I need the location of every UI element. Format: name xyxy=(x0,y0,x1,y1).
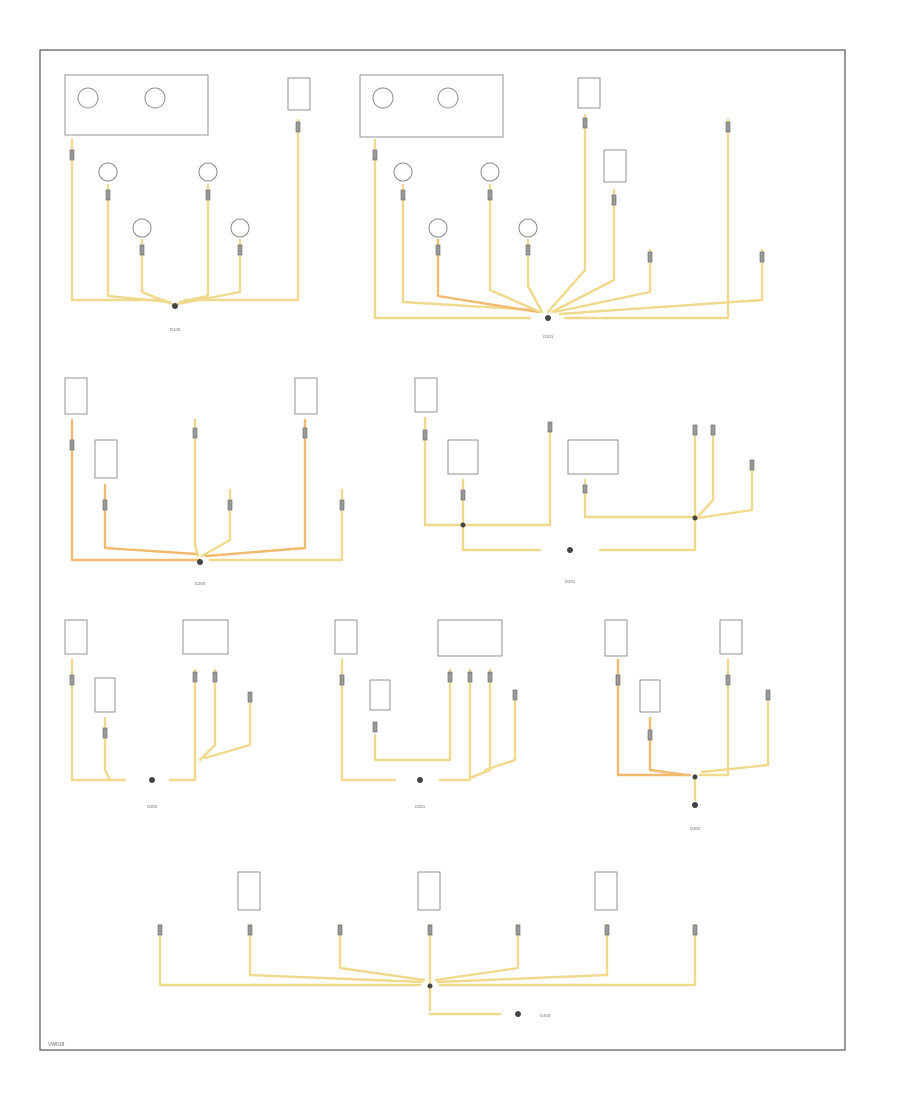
component-bracket xyxy=(369,679,391,711)
component-bracket xyxy=(417,871,441,911)
lamp-icon xyxy=(428,218,448,238)
lamp-icon xyxy=(437,87,459,109)
component-bracket xyxy=(603,149,627,183)
ground-splice xyxy=(197,559,203,565)
lamp-icon xyxy=(132,218,152,238)
lamp-icon xyxy=(144,87,166,109)
ground-label: G400 xyxy=(540,1013,551,1018)
ground-eyelet xyxy=(692,802,698,808)
ground-label: G301 xyxy=(415,804,426,809)
ground-label: G100 xyxy=(170,327,181,332)
lamp-icon xyxy=(393,162,413,182)
component-bracket xyxy=(577,77,601,109)
component-bracket xyxy=(287,77,311,111)
transmission-switch-box xyxy=(567,439,619,475)
component-bracket xyxy=(594,871,618,911)
lamp-icon xyxy=(518,218,538,238)
component-bracket xyxy=(719,619,743,655)
ground-splice xyxy=(427,983,433,989)
lamp-icon xyxy=(372,87,394,109)
diagram-frame xyxy=(39,49,846,1051)
engine-component-box xyxy=(437,619,503,657)
component-bracket xyxy=(294,377,318,415)
ground-eyelet xyxy=(515,1011,521,1017)
section-rear-lamps: G200 xyxy=(64,377,345,586)
component-bracket xyxy=(64,377,88,415)
component-bracket xyxy=(604,619,628,657)
section-engine-middle: G301 xyxy=(334,619,518,809)
section-front-right-lamps: G101 xyxy=(359,74,765,339)
ground-splice xyxy=(545,315,551,321)
lamp-icon xyxy=(198,162,218,182)
ground-eyelet xyxy=(149,777,155,783)
component-bracket xyxy=(334,619,358,655)
component-bracket xyxy=(414,377,438,413)
ground-splice xyxy=(692,774,698,780)
lamp-icon xyxy=(98,162,118,182)
component-bracket xyxy=(64,619,88,655)
lamp-icon xyxy=(230,218,250,238)
section-engine-left: G300 xyxy=(64,619,253,809)
ground-label: G302 xyxy=(690,826,701,831)
ground-splice xyxy=(172,303,178,309)
section-engine-sensors: G201 xyxy=(414,377,755,584)
section-ignition-coils: G400 xyxy=(157,871,698,1018)
section-front-left-lamps: G100 xyxy=(64,74,311,332)
engine-component-box xyxy=(182,619,229,655)
ground-eyelet xyxy=(417,777,423,783)
ground-splice xyxy=(460,522,466,528)
ground-eyelet xyxy=(567,547,573,553)
ground-label: G101 xyxy=(543,334,554,339)
component-bracket xyxy=(94,677,116,713)
ground-splice xyxy=(692,515,698,521)
component-bracket xyxy=(94,439,118,479)
component-bracket xyxy=(237,871,261,911)
ground-label: G200 xyxy=(195,581,206,586)
component-bracket xyxy=(639,679,661,713)
lamp-icon xyxy=(480,162,500,182)
section-transmission: G302 xyxy=(604,619,771,831)
ground-label: G300 xyxy=(147,804,158,809)
ground-label: G201 xyxy=(565,579,576,584)
control-module-box xyxy=(447,439,479,475)
lamp-icon xyxy=(77,87,99,109)
footer-code: VW018 xyxy=(48,1042,65,1048)
